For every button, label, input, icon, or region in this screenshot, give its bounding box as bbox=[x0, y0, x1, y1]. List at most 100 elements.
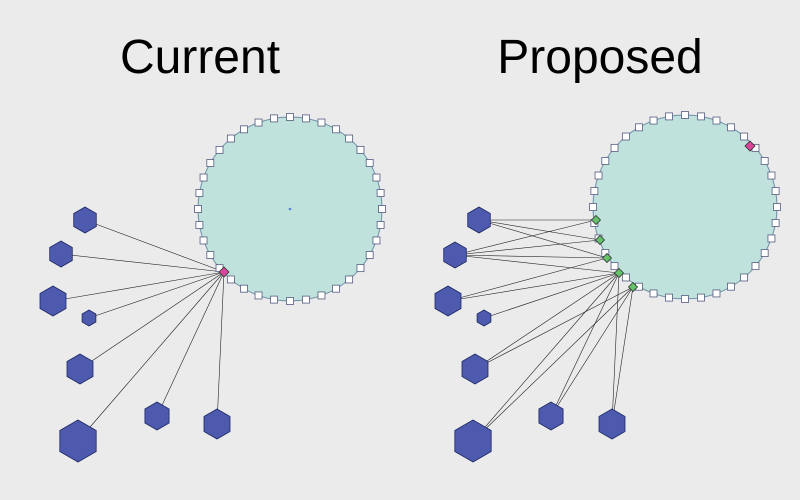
edge-line bbox=[52, 271, 225, 302]
port-square bbox=[226, 275, 235, 284]
port-square bbox=[681, 295, 689, 303]
edge-line bbox=[454, 254, 620, 274]
hub-diamond bbox=[744, 140, 756, 152]
port-square bbox=[610, 143, 619, 152]
center-dot bbox=[288, 207, 292, 211]
port-square bbox=[760, 249, 769, 257]
edge-line bbox=[79, 271, 225, 370]
port-square bbox=[665, 112, 673, 121]
hexagon-node bbox=[39, 285, 67, 317]
port-square bbox=[610, 262, 619, 271]
port-square bbox=[767, 171, 776, 180]
port-square bbox=[195, 221, 204, 229]
port-square bbox=[589, 203, 597, 211]
port-square bbox=[254, 118, 263, 127]
edge-line bbox=[472, 272, 620, 442]
edge-line bbox=[156, 271, 225, 417]
port-square bbox=[302, 114, 310, 123]
hexagon-node bbox=[59, 419, 97, 463]
edge-line bbox=[454, 219, 597, 256]
edge-line bbox=[550, 286, 634, 417]
port-square bbox=[376, 221, 385, 229]
port-square bbox=[345, 134, 354, 143]
edge-line bbox=[216, 271, 225, 425]
port-square bbox=[751, 262, 760, 271]
port-square bbox=[635, 123, 643, 132]
port-square bbox=[365, 251, 374, 259]
hexagon-node bbox=[203, 408, 231, 440]
port-square bbox=[356, 145, 365, 154]
port-square bbox=[226, 134, 235, 143]
edge-line bbox=[472, 286, 634, 442]
port-square bbox=[270, 295, 278, 304]
port-square bbox=[317, 291, 326, 300]
port-square bbox=[317, 118, 326, 127]
hub-diamond bbox=[218, 266, 230, 278]
port-square bbox=[240, 284, 248, 293]
hexagon-node bbox=[73, 206, 97, 234]
port-square bbox=[215, 145, 224, 154]
port-square bbox=[681, 111, 689, 119]
green-port-diamond bbox=[590, 214, 602, 226]
port-square bbox=[697, 112, 705, 121]
port-square bbox=[194, 205, 202, 213]
edge-line bbox=[611, 286, 634, 425]
current-panel bbox=[39, 113, 386, 463]
edge-line bbox=[474, 286, 634, 370]
port-square bbox=[372, 173, 381, 182]
edge-line bbox=[474, 272, 620, 370]
edge-line bbox=[447, 272, 620, 302]
edge-line bbox=[483, 272, 620, 319]
hexagon-node bbox=[144, 401, 170, 431]
port-square bbox=[727, 123, 735, 132]
port-square bbox=[621, 273, 630, 282]
green-port-diamond bbox=[594, 234, 606, 246]
hexagon-node bbox=[81, 309, 97, 327]
port-square bbox=[286, 297, 294, 305]
edge-line bbox=[611, 272, 620, 425]
title-proposed: Proposed bbox=[497, 31, 703, 84]
hexagon-node bbox=[454, 419, 492, 463]
port-square bbox=[771, 219, 780, 227]
edge-line bbox=[478, 219, 608, 259]
port-square bbox=[767, 234, 776, 243]
edge-line bbox=[478, 219, 601, 241]
port-square bbox=[365, 159, 374, 167]
green-port-diamond bbox=[601, 252, 613, 264]
port-square bbox=[740, 273, 749, 282]
title-current: Current bbox=[119, 31, 281, 84]
port-square bbox=[206, 251, 215, 259]
port-square bbox=[649, 289, 658, 298]
hexagon-node bbox=[434, 285, 462, 317]
edge-line bbox=[88, 271, 225, 319]
port-square bbox=[649, 116, 658, 125]
hexagon-node bbox=[598, 408, 626, 440]
edge-line bbox=[60, 253, 225, 273]
hexagon-node bbox=[443, 241, 467, 269]
edge-line bbox=[454, 239, 601, 256]
hexagon-node bbox=[66, 353, 94, 385]
port-square bbox=[727, 282, 735, 291]
port-square bbox=[270, 114, 278, 123]
port-square bbox=[199, 173, 208, 182]
hexagon-node bbox=[467, 206, 491, 234]
edge-line bbox=[447, 257, 608, 302]
port-square bbox=[665, 293, 673, 302]
port-square bbox=[254, 291, 263, 300]
port-square bbox=[590, 187, 599, 195]
port-square bbox=[356, 264, 365, 273]
port-square bbox=[773, 203, 781, 211]
port-square bbox=[199, 236, 208, 245]
edge-line bbox=[454, 254, 608, 259]
green-port-diamond bbox=[613, 267, 625, 279]
port-square bbox=[332, 284, 340, 293]
port-square bbox=[376, 189, 385, 197]
port-square bbox=[771, 187, 780, 195]
port-square bbox=[621, 132, 630, 141]
port-square bbox=[378, 205, 386, 213]
port-square bbox=[195, 189, 204, 197]
edge-line bbox=[84, 219, 225, 273]
port-square bbox=[697, 293, 705, 302]
port-square bbox=[594, 171, 603, 180]
